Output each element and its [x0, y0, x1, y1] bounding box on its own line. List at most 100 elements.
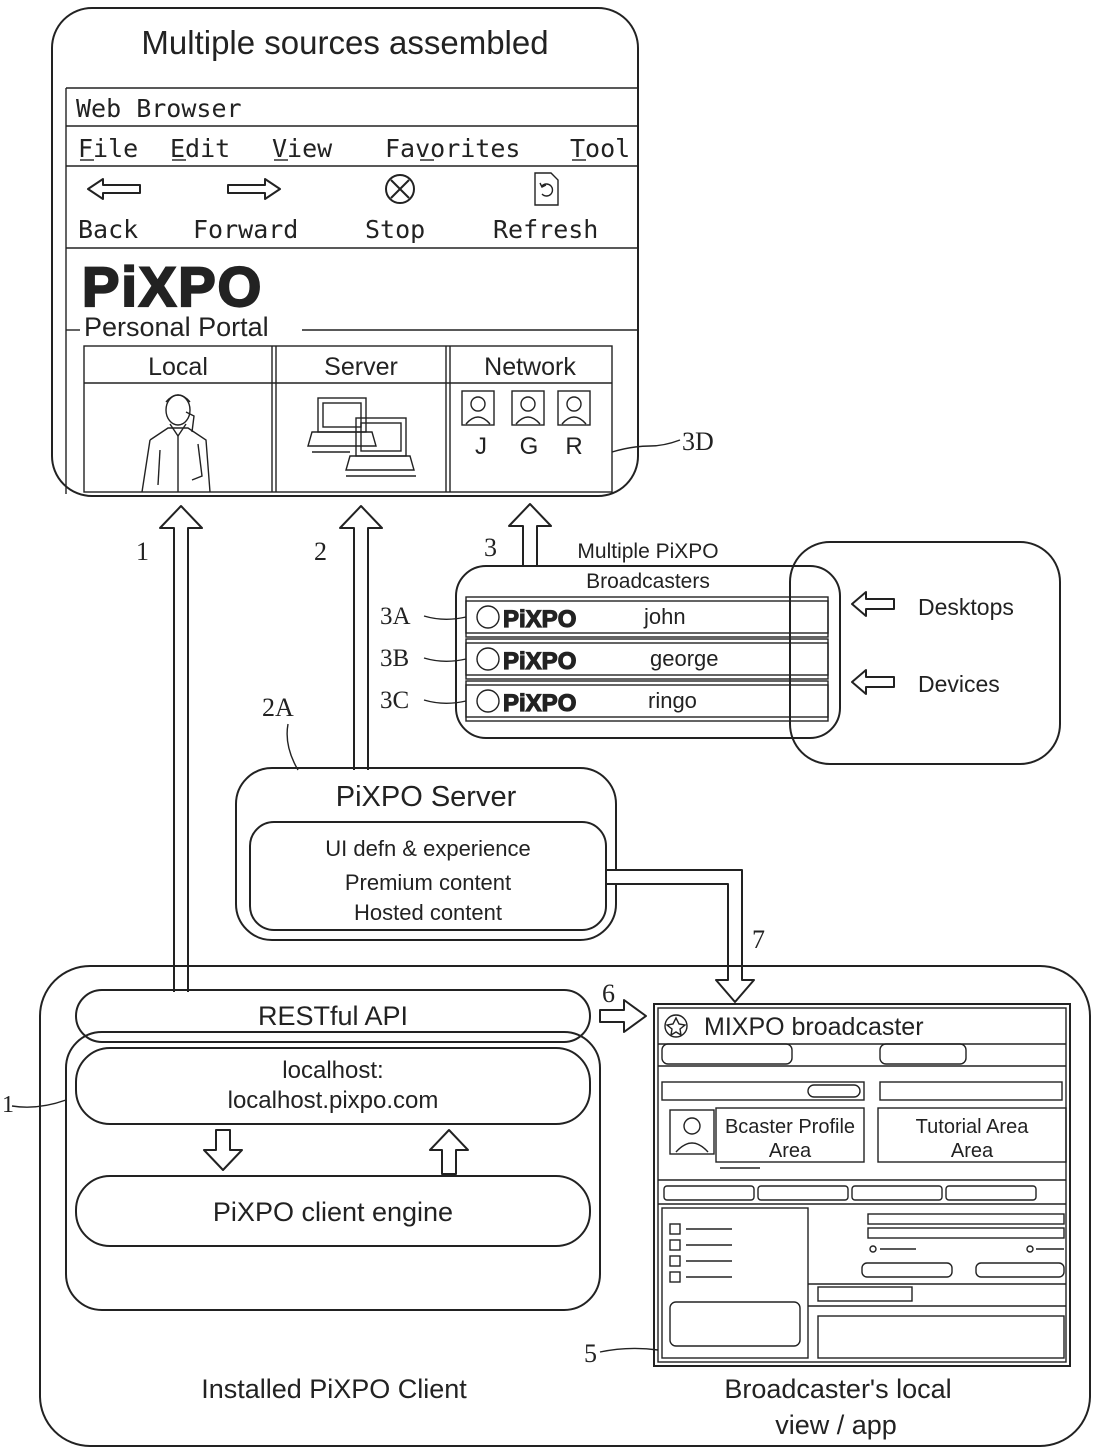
broadcaster-name-ringo: ringo	[648, 688, 697, 713]
panel-local[interactable]: Local	[148, 353, 208, 381]
personal-portal-label: Personal Portal	[84, 312, 269, 342]
client-container	[65, 1031, 601, 1311]
app-subtab-2[interactable]	[757, 1185, 849, 1201]
installed-client-caption: Installed PiXPO Client	[201, 1374, 467, 1404]
app-tab-2[interactable]	[879, 1043, 967, 1065]
menu-tools[interactable]: Tool	[570, 134, 630, 163]
server-line-ui: UI defn & experience	[325, 836, 530, 861]
pixpo-badge-icon	[476, 689, 500, 713]
app-search-bar[interactable]	[661, 1081, 865, 1101]
person-phone-icon	[141, 394, 211, 493]
app-caption-line1: Broadcaster's local	[724, 1374, 951, 1404]
avatar-g	[511, 390, 545, 426]
label-1-side: 1	[2, 1092, 14, 1118]
portal-panels: Local Server Network	[83, 345, 613, 493]
profile-area-line2: Area	[769, 1140, 812, 1162]
installed-client-frame	[39, 965, 1091, 1447]
toolbar: Back Forward Stop Refresh	[78, 172, 598, 244]
client-engine-box	[75, 1175, 591, 1247]
source-desktops: Desktops	[918, 594, 1014, 620]
forward-arrow-icon	[227, 178, 281, 200]
portal-window: Multiple sources assembled Web Browser F…	[51, 7, 639, 497]
broadcaster-app: MIXPO broadcaster Bcaster Profile Area T…	[653, 1003, 1071, 1367]
broadcaster-row-ringo[interactable]: PiXPO ringo	[465, 680, 829, 722]
app-subtab-1[interactable]	[663, 1185, 755, 1201]
menu-view[interactable]: View	[272, 134, 333, 163]
broadcaster-name-john: john	[643, 604, 686, 629]
app-text-area[interactable]	[669, 1301, 801, 1347]
localhost-line1: localhost:	[282, 1057, 383, 1084]
server-line-hosted: Hosted content	[354, 900, 502, 925]
menu-file[interactable]: File	[78, 134, 138, 163]
label-1: 1	[136, 537, 149, 566]
browser-title: Web Browser	[76, 94, 242, 123]
menu-favorites[interactable]: Favorites	[385, 134, 520, 163]
network-letter-j: J	[475, 433, 487, 460]
profile-avatar-icon	[669, 1109, 715, 1155]
app-subtab-3[interactable]	[851, 1185, 943, 1201]
app-title: MIXPO broadcaster	[704, 1013, 924, 1041]
network-letter-r: R	[565, 433, 582, 460]
computers-icon	[307, 397, 416, 477]
arrow-6	[599, 999, 647, 1033]
app-form-button-3[interactable]	[817, 1286, 913, 1302]
label-3: 3	[484, 533, 497, 562]
arrow-1	[159, 505, 203, 992]
profile-area-line1: Bcaster Profile	[725, 1116, 855, 1138]
app-tab-1[interactable]	[661, 1043, 793, 1065]
localhost-box	[75, 1047, 591, 1125]
restful-api-label: RESTful API	[258, 1001, 408, 1031]
checkbox[interactable]	[669, 1271, 681, 1283]
app-search-button[interactable]	[807, 1084, 861, 1098]
label-3b: 3B	[380, 645, 409, 672]
avatar-j	[461, 390, 495, 426]
broadcasters-box: Multiple PiXPO Broadcasters PiXPO john P…	[455, 540, 841, 739]
refresh-icon	[534, 172, 559, 206]
broadcaster-row-george[interactable]: PiXPO george	[465, 638, 829, 680]
checkbox[interactable]	[669, 1223, 681, 1235]
client-stack: RESTful API localhost: localhost.pixpo.c…	[65, 989, 601, 1311]
sources-box: Desktops Devices	[789, 541, 1061, 765]
menu-edit[interactable]: Edit	[170, 134, 230, 163]
server-title: PiXPO Server	[336, 781, 517, 813]
pixpo-badge-icon	[476, 647, 500, 671]
label-7: 7	[752, 925, 765, 954]
arrow-7	[605, 869, 755, 1003]
broadcaster-name-george: george	[650, 646, 719, 671]
broadcasters-title-line2: Broadcasters	[586, 570, 710, 593]
panel-network[interactable]: Network	[484, 353, 576, 381]
stop-button[interactable]: Stop	[365, 215, 425, 244]
portal-title: Multiple sources assembled	[141, 24, 548, 61]
app-caption-line2: view / app	[775, 1410, 897, 1440]
pixpo-logo: PiXPO	[82, 255, 263, 318]
label-3c: 3C	[380, 687, 409, 714]
checkbox[interactable]	[669, 1255, 681, 1267]
source-devices: Devices	[918, 671, 1000, 697]
arrow-3	[508, 503, 552, 566]
label-3a: 3A	[380, 603, 411, 630]
back-button[interactable]: Back	[78, 215, 138, 244]
panel-server[interactable]: Server	[324, 353, 398, 381]
arrow-2	[339, 505, 383, 770]
app-filter-bar[interactable]	[879, 1081, 1063, 1101]
pixpo-server-box: PiXPO Server UI defn & experience Premiu…	[235, 767, 617, 941]
desktops-arrow-icon	[851, 591, 895, 617]
broadcaster-logo: PiXPO	[503, 690, 576, 717]
restful-api-box	[75, 989, 591, 1043]
app-checklist	[669, 1223, 732, 1283]
label-2: 2	[314, 537, 327, 566]
down-arrow-icon	[203, 1129, 243, 1171]
broadcaster-row-john[interactable]: PiXPO john	[465, 596, 829, 638]
app-subtab-4[interactable]	[945, 1185, 1037, 1201]
label-5: 5	[584, 1339, 597, 1368]
up-arrow-icon	[429, 1129, 469, 1175]
label-2a: 2A	[262, 693, 294, 722]
forward-button[interactable]: Forward	[193, 215, 298, 244]
refresh-button[interactable]: Refresh	[493, 215, 598, 244]
back-arrow-icon	[87, 178, 141, 200]
checkbox[interactable]	[669, 1239, 681, 1251]
app-form-button-1[interactable]	[861, 1262, 953, 1278]
app-form-button-2[interactable]	[975, 1262, 1065, 1278]
server-line-premium: Premium content	[345, 870, 511, 895]
